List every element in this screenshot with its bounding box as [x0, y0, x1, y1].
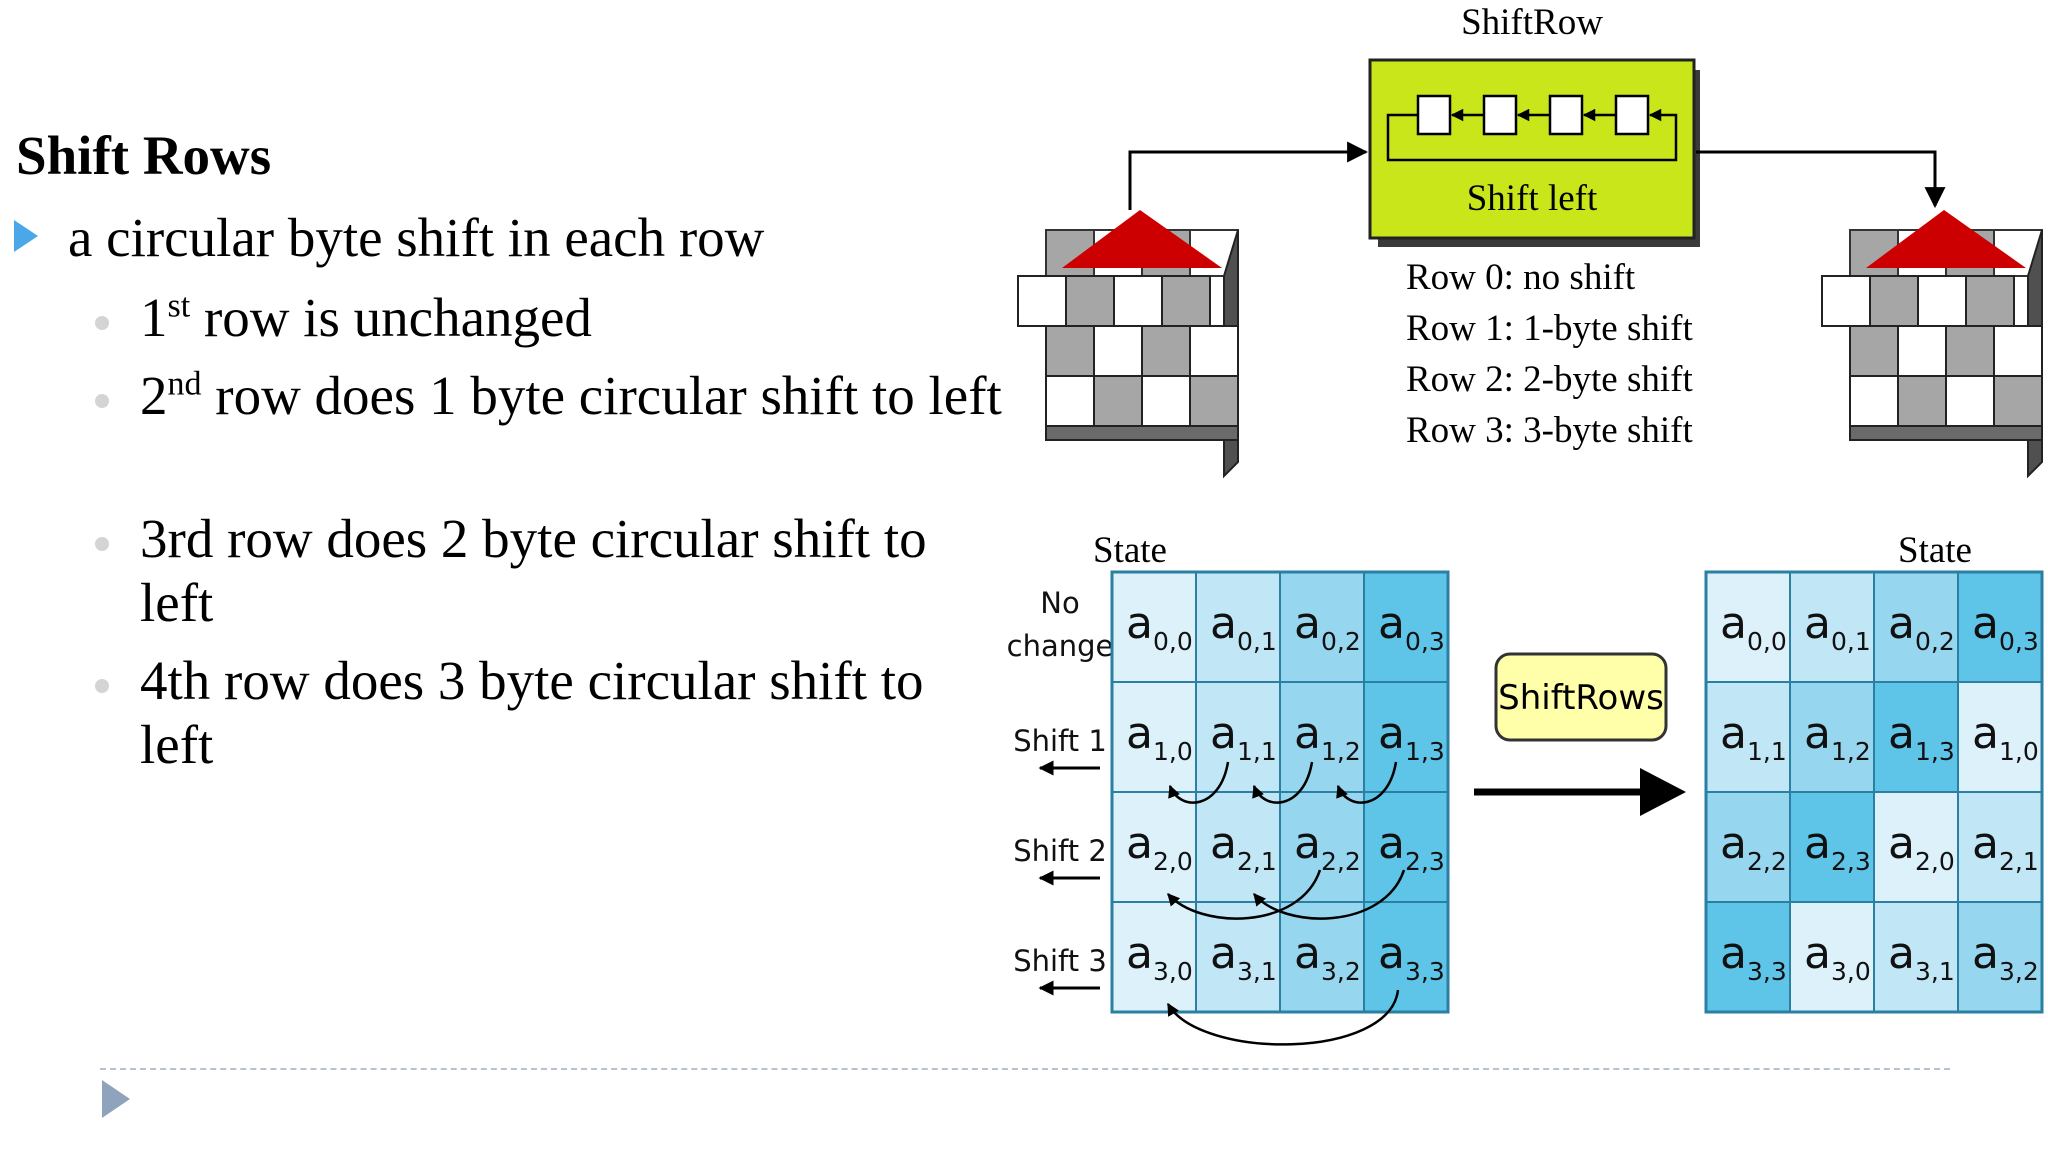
block-base — [1849, 425, 2043, 441]
row-shift-list: Row 0: no shift Row 1: 1-byte shift Row … — [1406, 257, 1693, 451]
block-cell — [1141, 325, 1191, 377]
bullet-dot-icon — [95, 316, 109, 330]
state-grid-border — [1704, 570, 2044, 1014]
row-label-shift-3: Shift 3 — [1013, 944, 1107, 978]
sub-bullet-superscript: st — [167, 287, 191, 325]
input-to-box-arrow — [1128, 141, 1369, 210]
state-cell — [1279, 791, 1365, 903]
shift-left-box — [1368, 58, 1696, 240]
block-cell — [1897, 325, 1947, 377]
output-state-label: State — [1898, 530, 1972, 571]
footer-divider — [100, 1068, 1950, 1070]
input-state-label: State — [1093, 530, 1167, 571]
block-cell — [1113, 275, 1163, 327]
bullet-arrow-icon — [14, 220, 38, 252]
state-cell — [1873, 571, 1959, 683]
row-label-shift-2: Shift 2 — [1013, 834, 1107, 868]
block-cell — [1869, 275, 1919, 327]
row-label-no-change: change — [1007, 629, 1114, 663]
row-shift-text: Row 0: no shift — [1406, 257, 1636, 298]
input-state-block — [1017, 210, 1239, 479]
row-shift-text: Row 1: 1-byte shift — [1406, 308, 1693, 349]
block-base — [1045, 425, 1239, 441]
sub-bullet-ordinal: 1 — [140, 287, 168, 348]
row-label-no-change: No — [1040, 586, 1079, 620]
sub-bullet-ordinal: 2 — [140, 365, 168, 426]
bullet-dot-icon — [95, 537, 109, 551]
block-cell — [1849, 375, 1899, 427]
main-bullet: a circular byte shift in each row — [14, 206, 764, 269]
bullet-dot-icon — [95, 679, 109, 693]
state-cell — [1195, 571, 1281, 683]
sub-bullet-text: row does 1 byte circular shift to left — [201, 365, 1002, 426]
shiftrows-label-box — [1494, 652, 1668, 742]
state-cell — [1705, 681, 1791, 793]
sub-bullet-4: 4th row does 3 byte circular shift to le… — [95, 649, 1010, 777]
red-arrow-icon — [1866, 210, 2026, 268]
block-cell — [1045, 375, 1095, 427]
output-state-block — [1821, 210, 2043, 479]
block-cell — [1045, 325, 1095, 377]
block-cell — [1189, 375, 1239, 427]
sub-bullet-2: 2nd row does 1 byte circular shift to le… — [95, 364, 1010, 428]
state-cell — [1873, 681, 1959, 793]
state-cell-text: a0,0 — [1720, 598, 1787, 656]
shift-left-label: Shift left — [1467, 178, 1598, 219]
block-cell — [1897, 375, 1947, 427]
sub-bullet-3: 3rd row does 2 byte circular shift to le… — [95, 507, 1010, 635]
state-cell — [1789, 791, 1875, 903]
block-cell — [1189, 325, 1239, 377]
box-to-output-arrow — [1696, 150, 1946, 209]
row-label-arrows — [1038, 760, 1100, 996]
block-cell — [1993, 325, 2043, 377]
state-cell — [1363, 901, 1449, 1013]
shiftrow-title: ShiftRow — [1461, 2, 1603, 43]
state-cell — [1705, 571, 1791, 683]
circular-shift-icon — [1386, 94, 1678, 162]
state-cell — [1363, 681, 1449, 793]
row-shift-text: Row 3: 3-byte shift — [1406, 410, 1693, 451]
sub-bullet-superscript: nd — [167, 365, 202, 403]
block-cell — [1017, 275, 1067, 327]
block-cell — [1993, 375, 2043, 427]
shiftrows-label: ShiftRows — [1498, 678, 1664, 718]
shift-curve-arrows — [1166, 761, 1406, 1046]
state-cell — [1279, 901, 1365, 1013]
footer-arrow-icon — [102, 1080, 130, 1118]
sub-bullet-text: 4th row does 3 byte circular shift to le… — [140, 650, 924, 775]
block-cell — [1141, 375, 1191, 427]
transform-arrow-icon — [1640, 768, 1686, 816]
block-cell — [1821, 275, 1871, 327]
bullet-dot-icon — [95, 394, 109, 408]
block-cell — [1093, 375, 1143, 427]
sub-bullet-text: 3rd row does 2 byte circular shift to le… — [140, 508, 927, 633]
slide-title: Shift Rows — [16, 125, 272, 186]
state-cell — [1111, 901, 1197, 1013]
block-cell — [1849, 325, 1899, 377]
block-cell — [1945, 325, 1995, 377]
block-cell — [1093, 325, 1143, 377]
block-cell — [1161, 275, 1211, 327]
state-grid-border — [1110, 570, 1450, 1014]
red-arrow-icon — [1062, 210, 1222, 268]
state-cell — [1705, 901, 1791, 1013]
block-cell — [1965, 275, 2015, 327]
sub-bullet-1: 1st row is unchanged — [95, 286, 1010, 350]
state-cell-text: a2,2 — [1294, 818, 1361, 876]
state-cell-text: a0,3 — [1378, 598, 1445, 656]
row-labels: No change Shift 1 Shift 2 Shift 3 — [1007, 586, 1114, 978]
state-cell — [1873, 791, 1959, 903]
block-cell — [1917, 275, 1967, 327]
main-bullet-text: a circular byte shift in each row — [68, 207, 765, 268]
row-label-shift-1: Shift 1 — [1013, 724, 1107, 758]
block-cell — [1065, 275, 1115, 327]
row-shift-text: Row 2: 2-byte shift — [1406, 359, 1693, 400]
sub-bullet-text: row is unchanged — [190, 287, 592, 348]
block-cell — [1945, 375, 1995, 427]
